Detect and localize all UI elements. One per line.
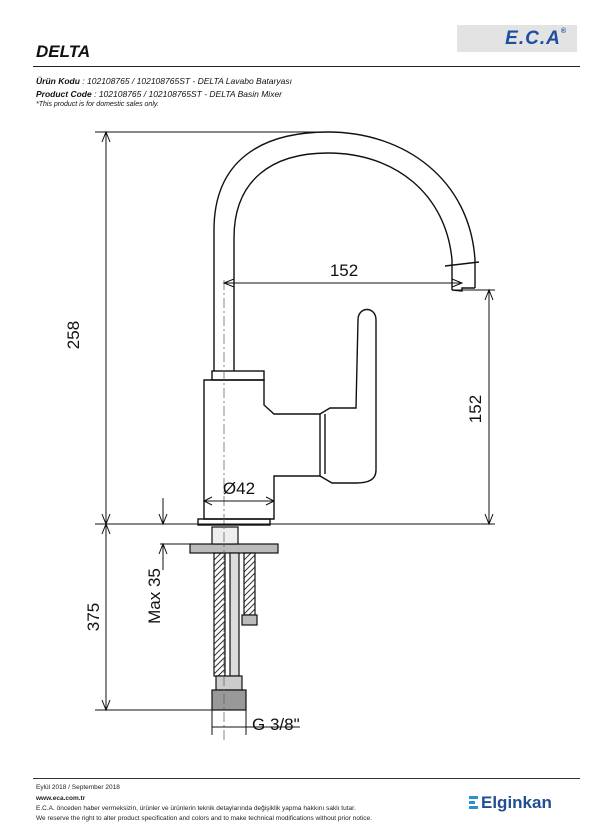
eca-logo-text: E.C.A® xyxy=(505,28,567,49)
domestic-note: *This product is for domestic sales only… xyxy=(36,101,159,108)
dim-hose-length: 375 xyxy=(84,603,103,631)
hose-right-nut xyxy=(241,614,258,626)
product-code-value: : 102108765 / 102108765ST - DELTA Basin … xyxy=(94,89,283,99)
spout-outer xyxy=(213,131,476,371)
elginkan-logo-text: Elginkan xyxy=(481,793,552,812)
hose-right xyxy=(243,552,256,616)
mounting-stud xyxy=(211,526,239,545)
dim-body-diameter: Ø42 xyxy=(223,479,255,498)
product-code-line: Product Code : 102108765 / 102108765ST -… xyxy=(36,89,282,99)
dim-thread: G 3/8" xyxy=(252,715,300,734)
threaded-rod xyxy=(229,552,240,677)
dim-total-height: 258 xyxy=(64,321,83,349)
footer-website-link[interactable]: www.eca.com.tr xyxy=(36,795,86,802)
spout-inner xyxy=(233,152,453,371)
hose-left xyxy=(213,552,226,677)
neck-ring xyxy=(211,370,265,381)
urun-kodu-label: Ürün Kodu xyxy=(36,76,80,86)
dim-max-thickness: Max 35 xyxy=(145,568,164,624)
dim-spout-height: 152 xyxy=(466,395,485,423)
footer-date: Eylül 2018 / September 2018 xyxy=(36,784,120,791)
mixer-outline xyxy=(197,131,480,526)
elginkan-e-icon xyxy=(469,796,478,809)
fixture xyxy=(189,526,279,711)
mixer-base xyxy=(197,518,271,526)
dimension-lines xyxy=(95,130,495,735)
header-divider xyxy=(33,66,580,67)
footer-notice-en: We reserve the right to alter product sp… xyxy=(36,815,372,822)
urun-kodu-value: : 102108765 / 102108765ST - DELTA Lavabo… xyxy=(82,76,292,86)
product-code-label: Product Code xyxy=(36,89,92,99)
hose-fitting xyxy=(215,675,243,691)
handle-lever xyxy=(319,308,377,484)
footer-notice-tr: E.C.A. önceden haber vermeksizin, ürünle… xyxy=(36,805,356,812)
mixer-body xyxy=(203,379,321,520)
eca-logo: E.C.A® xyxy=(457,25,577,52)
product-title: DELTA xyxy=(36,42,91,61)
urun-kodu-line: Ürün Kodu : 102108765 / 102108765ST - DE… xyxy=(36,76,292,86)
elginkan-logo: Elginkan xyxy=(469,793,552,813)
dimension-labels: 258 152 152 Ø42 Max 35 375 G 3/8" xyxy=(64,261,485,734)
hose-nut xyxy=(211,689,247,711)
dim-spout-reach: 152 xyxy=(330,261,358,280)
footer-divider xyxy=(33,778,580,779)
aerator-line xyxy=(444,261,480,267)
mounting-plate xyxy=(189,543,279,554)
